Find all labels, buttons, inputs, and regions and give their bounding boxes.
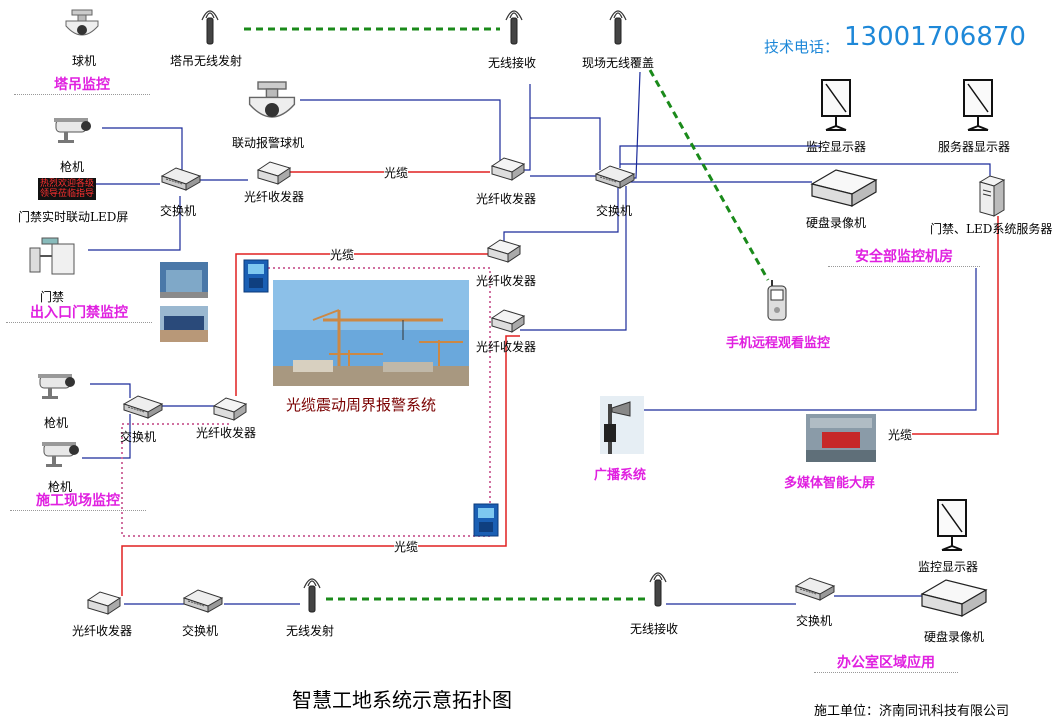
switch-icon <box>161 167 201 191</box>
access-gate-icon <box>29 237 75 275</box>
gun-camera-icon <box>41 441 80 468</box>
nvr-icon <box>921 579 987 617</box>
transceiver-icon <box>213 397 247 421</box>
transceiver-icon <box>257 161 291 185</box>
multimedia-label: 多媒体智能大屏 <box>784 476 876 491</box>
group-security-room: 安全部监控机房 <box>828 246 980 267</box>
fiber-label: 光缆 <box>888 426 913 443</box>
monitor-icon <box>937 499 967 551</box>
switch-label: 交换机 <box>796 614 833 628</box>
perimeter-controller-icon <box>243 259 269 293</box>
access-led-label: 门禁实时联动LED屏 <box>18 210 129 224</box>
switch-label: 交换机 <box>160 204 197 218</box>
transceiver-icon <box>87 591 121 615</box>
broadcast-label: 广播系统 <box>594 468 647 483</box>
led-line: 热烈欢迎各级 <box>40 179 95 189</box>
monitor-display-label: 监控显示器 <box>806 140 867 154</box>
fiber-lines <box>121 171 999 596</box>
transceiver-label: 光纤收发器 <box>476 274 537 288</box>
transceiver-label: 光纤收发器 <box>244 190 305 204</box>
wireless-lines <box>244 27 770 601</box>
fiber-label: 光缆 <box>330 246 355 263</box>
wireless-rx-label: 无线接收 <box>630 622 679 636</box>
dome-camera-icon <box>65 9 99 36</box>
gun-camera-icon <box>53 117 92 144</box>
dome-camera-label: 球机 <box>72 54 97 68</box>
perimeter-controller-icon <box>473 503 499 537</box>
site-wireless-label: 现场无线覆盖 <box>582 56 655 70</box>
perimeter-system-label: 光缆震动周界报警系统 <box>286 396 437 414</box>
transceiver-icon <box>491 157 525 181</box>
mobile-phone-icon <box>767 280 787 321</box>
access-gate-label: 门禁 <box>40 290 65 304</box>
nvr-label: 硬盘录像机 <box>806 216 867 230</box>
transceiver-icon <box>487 239 521 263</box>
switch-label: 交换机 <box>120 430 157 444</box>
led-screen: 热烈欢迎各级 领导莅临指导 <box>38 178 97 200</box>
contact-phone: 13001706870 <box>844 22 1026 52</box>
gun-camera-icon <box>37 373 76 400</box>
monitor-icon <box>963 79 993 131</box>
contact-label: 技术电话： <box>764 38 840 56</box>
gun-camera-label: 枪机 <box>48 480 73 494</box>
transceiver-icon <box>491 309 525 333</box>
group-construction-monitor: 施工现场监控 <box>10 490 146 511</box>
wireless-tx-label: 无线发射 <box>286 624 335 638</box>
server-display-label: 服务器显示器 <box>938 140 1011 154</box>
transceiver-label: 光纤收发器 <box>196 426 257 440</box>
monitor-icon <box>821 79 851 131</box>
group-office: 办公室区域应用 <box>814 652 958 673</box>
group-entrance-access: 出入口门禁监控 <box>6 302 152 323</box>
antenna-icon <box>201 10 219 45</box>
transceiver-label: 光纤收发器 <box>476 192 537 206</box>
fiber-label: 光缆 <box>394 538 419 555</box>
transceiver-label: 光纤收发器 <box>476 340 537 354</box>
main-switch-label: 交换机 <box>596 204 633 218</box>
linkage-dome-camera-icon <box>248 81 296 118</box>
antenna-icon <box>505 10 523 45</box>
switch-label: 交换机 <box>182 624 219 638</box>
entrance-photo <box>160 306 208 342</box>
linkage-dome-label: 联动报警球机 <box>232 136 305 150</box>
multimedia-screen-icon <box>806 414 876 462</box>
perimeter-lines <box>121 267 491 537</box>
monitor-display-label: 监控显示器 <box>918 560 979 574</box>
group-tower-monitor: 塔吊监控 <box>14 74 150 95</box>
mobile-monitor-label: 手机远程观看监控 <box>726 336 831 351</box>
switch-icon <box>183 589 223 613</box>
entrance-photo <box>160 262 208 298</box>
switch-icon <box>795 577 835 601</box>
diagram-title: 智慧工地系统示意拓扑图 <box>292 688 512 712</box>
wireless-rx-label: 无线接收 <box>488 56 537 70</box>
tower-wireless-tx-label: 塔吊无线发射 <box>170 54 243 68</box>
company-credit: 施工单位：济南同讯科技有限公司 <box>814 704 1010 719</box>
antenna-icon <box>609 10 627 45</box>
server-icon <box>978 175 1006 217</box>
transceiver-label: 光纤收发器 <box>72 624 133 638</box>
construction-site-photo <box>273 280 469 386</box>
gun-camera-label: 枪机 <box>60 160 85 174</box>
switch-icon <box>595 165 635 189</box>
antenna-icon <box>303 578 321 613</box>
broadcast-speaker-icon <box>600 396 644 454</box>
gun-camera-label: 枪机 <box>44 416 69 430</box>
led-line: 领导莅临指导 <box>40 189 95 199</box>
nvr-label: 硬盘录像机 <box>924 630 985 644</box>
server-label: 门禁、LED系统服务器 <box>930 222 1053 236</box>
nvr-icon <box>811 169 877 207</box>
fiber-label: 光缆 <box>384 164 409 181</box>
antenna-icon <box>649 572 667 607</box>
